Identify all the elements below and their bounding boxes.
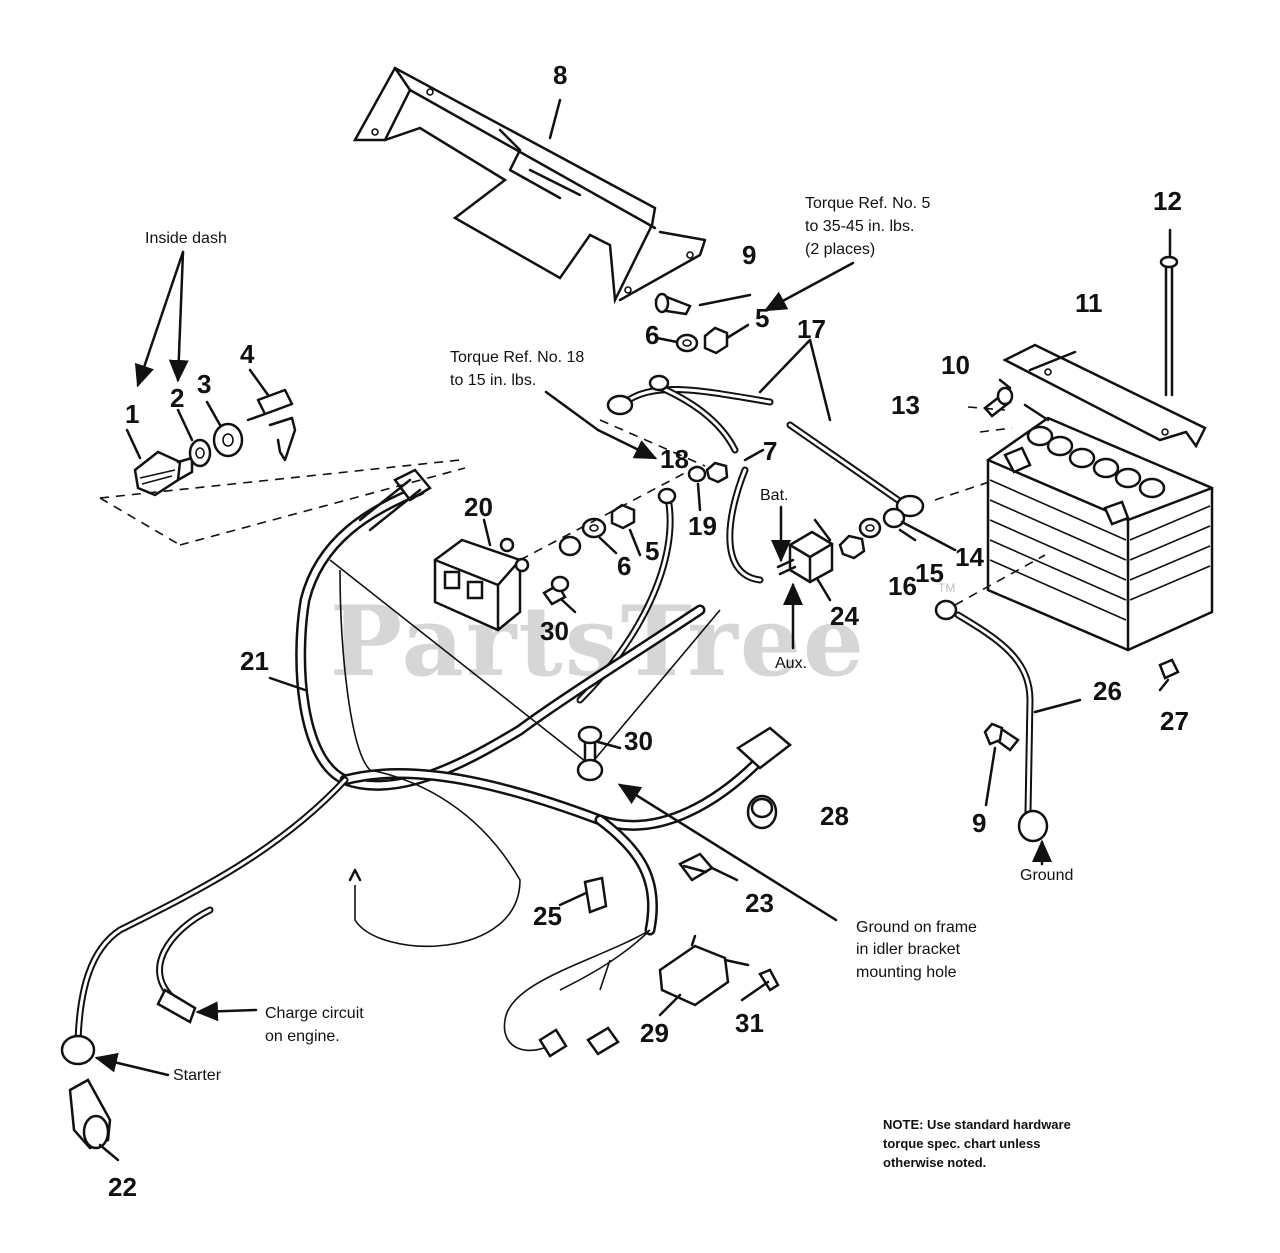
note-torque18-line2: to 15 in. lbs. <box>450 372 536 389</box>
note-hardware-line3: otherwise noted. <box>883 1155 986 1170</box>
label-30-lower: 30 <box>624 726 653 756</box>
nut-part-3 <box>212 422 244 458</box>
note-torque5-line2: to 35-45 in. lbs. <box>805 218 914 235</box>
switch-part-29 <box>658 934 750 1007</box>
washer-part-6-mid <box>581 517 607 539</box>
note-bat: Bat. <box>760 487 788 504</box>
label-30-upper: 30 <box>540 616 569 646</box>
label-11: 11 <box>1075 288 1103 318</box>
label-6-top: 6 <box>645 320 659 350</box>
note-ground: Ground <box>1020 867 1073 884</box>
alignment-line-2 <box>99 467 466 546</box>
nut-part-18 <box>705 461 729 484</box>
nut-part-16 <box>838 534 866 560</box>
label-9-top: 9 <box>742 240 756 270</box>
label-20: 20 <box>464 492 493 522</box>
note-charge-line1: Charge circuit <box>265 1005 364 1022</box>
label-5-mid: 5 <box>645 536 659 566</box>
label-6-mid: 6 <box>617 551 631 581</box>
clip-part-25 <box>583 876 608 914</box>
label-23: 23 <box>745 888 774 918</box>
label-9-lower: 9 <box>972 808 986 838</box>
nut-part-5-top <box>703 326 729 355</box>
solenoid-part-20 <box>433 537 530 632</box>
note-hardware-line2: torque spec. chart unless <box>883 1136 1041 1151</box>
label-24: 24 <box>830 601 859 631</box>
wire-part-7 <box>726 466 764 584</box>
ground-cable-part-26 <box>934 599 1049 843</box>
note-torque18-line1: Torque Ref. No. 18 <box>450 349 584 366</box>
alignment-line-3 <box>519 464 701 561</box>
bracket-part-8 <box>352 66 707 305</box>
label-27: 27 <box>1160 706 1189 736</box>
wiring-harness-part-21 <box>60 468 792 1066</box>
note-starter: Starter <box>173 1067 222 1084</box>
battery-cable-part-17 <box>606 374 925 518</box>
washer-part-14 <box>882 507 906 529</box>
label-7: 7 <box>763 436 777 466</box>
label-25: 25 <box>533 901 562 931</box>
screw-part-31 <box>758 968 780 992</box>
label-21: 21 <box>240 646 269 676</box>
alignment-line-4 <box>599 419 706 467</box>
bolt-part-9-lower <box>983 722 1020 752</box>
alignment-line-7 <box>967 406 1013 433</box>
holddown-part-11 <box>1002 343 1207 449</box>
note-aux: Aux. <box>775 655 807 672</box>
watermark-tm: TM <box>938 581 955 595</box>
label-5-top: 5 <box>755 303 769 333</box>
note-charge-line2: on engine. <box>265 1028 340 1045</box>
washer-part-2 <box>188 438 212 468</box>
key-part-4 <box>246 388 297 462</box>
label-10: 10 <box>941 350 970 380</box>
note-ground-frame-line1: Ground on frame <box>856 919 977 936</box>
label-19: 19 <box>688 511 717 541</box>
washer-part-15 <box>858 517 882 539</box>
label-31: 31 <box>735 1008 764 1038</box>
label-13: 13 <box>891 390 920 420</box>
leader-lines <box>94 98 1172 1162</box>
washer-part-6-top <box>675 333 699 353</box>
label-29: 29 <box>640 1018 669 1048</box>
label-28: 28 <box>820 801 849 831</box>
nut-part-5-mid <box>610 503 636 530</box>
label-14: 14 <box>955 542 984 572</box>
label-18: 18 <box>660 444 689 474</box>
connector-part-24 <box>776 530 834 584</box>
label-4: 4 <box>240 339 255 369</box>
boot-part-22 <box>68 1078 112 1150</box>
label-3: 3 <box>197 369 211 399</box>
label-16: 16 <box>888 571 917 601</box>
note-torque5-line3: (2 places) <box>805 241 875 258</box>
label-15: 15 <box>915 558 944 588</box>
note-torque5-line1: Torque Ref. No. 5 <box>805 195 931 212</box>
label-12: 12 <box>1153 186 1182 216</box>
alignment-line-1 <box>99 459 461 499</box>
alignment-line-6 <box>954 554 1046 606</box>
grommet-part-28 <box>746 794 778 830</box>
note-ground-frame-line3: mounting hole <box>856 964 957 981</box>
clip-part-27 <box>1158 658 1180 680</box>
label-22: 22 <box>108 1172 137 1202</box>
bolt-part-9-top <box>654 292 692 316</box>
note-hardware-line1: NOTE: Use standard hardware <box>883 1117 1071 1132</box>
label-2: 2 <box>170 383 184 413</box>
label-8: 8 <box>553 60 567 90</box>
bolt-part-10 <box>983 386 1014 418</box>
bolt-part-30-upper <box>542 575 570 606</box>
note-inside-dash: Inside dash <box>145 230 227 247</box>
label-26: 26 <box>1093 676 1122 706</box>
label-1: 1 <box>125 399 139 429</box>
label-17: 17 <box>797 314 826 344</box>
rod-part-12 <box>1159 255 1179 397</box>
clip-part-23 <box>678 852 714 882</box>
terminal-ring <box>558 535 582 557</box>
note-ground-frame-line2: in idler bracket <box>856 941 961 958</box>
battery-part-13 <box>986 416 1214 652</box>
ignition-switch-part-1 <box>133 450 194 497</box>
alignment-line-5 <box>934 479 996 501</box>
